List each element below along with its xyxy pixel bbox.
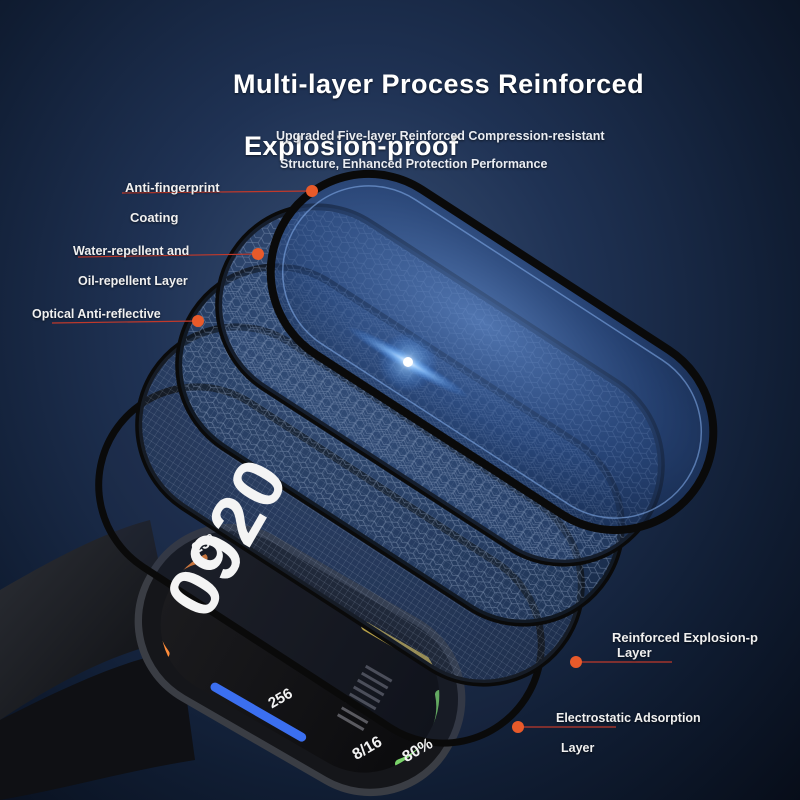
- headline-line2: Explosion-proof: [244, 131, 459, 161]
- callout-optical: Optical Anti-reflective: [32, 292, 161, 337]
- callout-water-repellent-line1: Water-repellent and: [73, 244, 190, 258]
- callout-markers: [51, 185, 672, 733]
- callout-reinforced-line2: Layer: [617, 645, 652, 660]
- watch-strap-lower: [0, 650, 195, 800]
- callout-electrostatic-line2: Layer: [561, 741, 595, 755]
- callout-anti-fingerprint-line2: Coating: [130, 210, 179, 225]
- callout-electrostatic-line1: Electrostatic Adsorption: [556, 711, 701, 725]
- callout-anti-fingerprint: Anti-fingerprint Coating: [125, 165, 220, 240]
- subheadline: Upgraded Five-layer Reinforced Compressi…: [276, 115, 605, 185]
- subheadline-line1: Upgraded Five-layer Reinforced Compressi…: [276, 129, 605, 143]
- callout-water-repellent: Water-repellent and Oil-repellent Layer: [73, 229, 189, 304]
- layer-anti-fingerprint: [266, 169, 718, 535]
- headline-line1: Multi-layer Process Reinforced: [233, 69, 645, 99]
- callout-reinforced: Reinforced Explosion-p Layer: [612, 630, 758, 660]
- headline: Multi-layer Process Reinforced Explosion…: [233, 38, 644, 193]
- light-flare: [347, 326, 469, 398]
- callout-reinforced-line1: Reinforced Explosion-p: [612, 630, 758, 645]
- subheadline-line2: Structure, Enhanced Protection Performan…: [280, 157, 548, 171]
- watch-strap-left: [0, 520, 175, 720]
- callout-anti-fingerprint-line1: Anti-fingerprint: [125, 180, 220, 195]
- callout-optical-line1: Optical Anti-reflective: [32, 307, 161, 321]
- callout-water-repellent-line2: Oil-repellent Layer: [78, 274, 188, 288]
- callout-electrostatic: Electrostatic Adsorption Layer: [556, 696, 701, 771]
